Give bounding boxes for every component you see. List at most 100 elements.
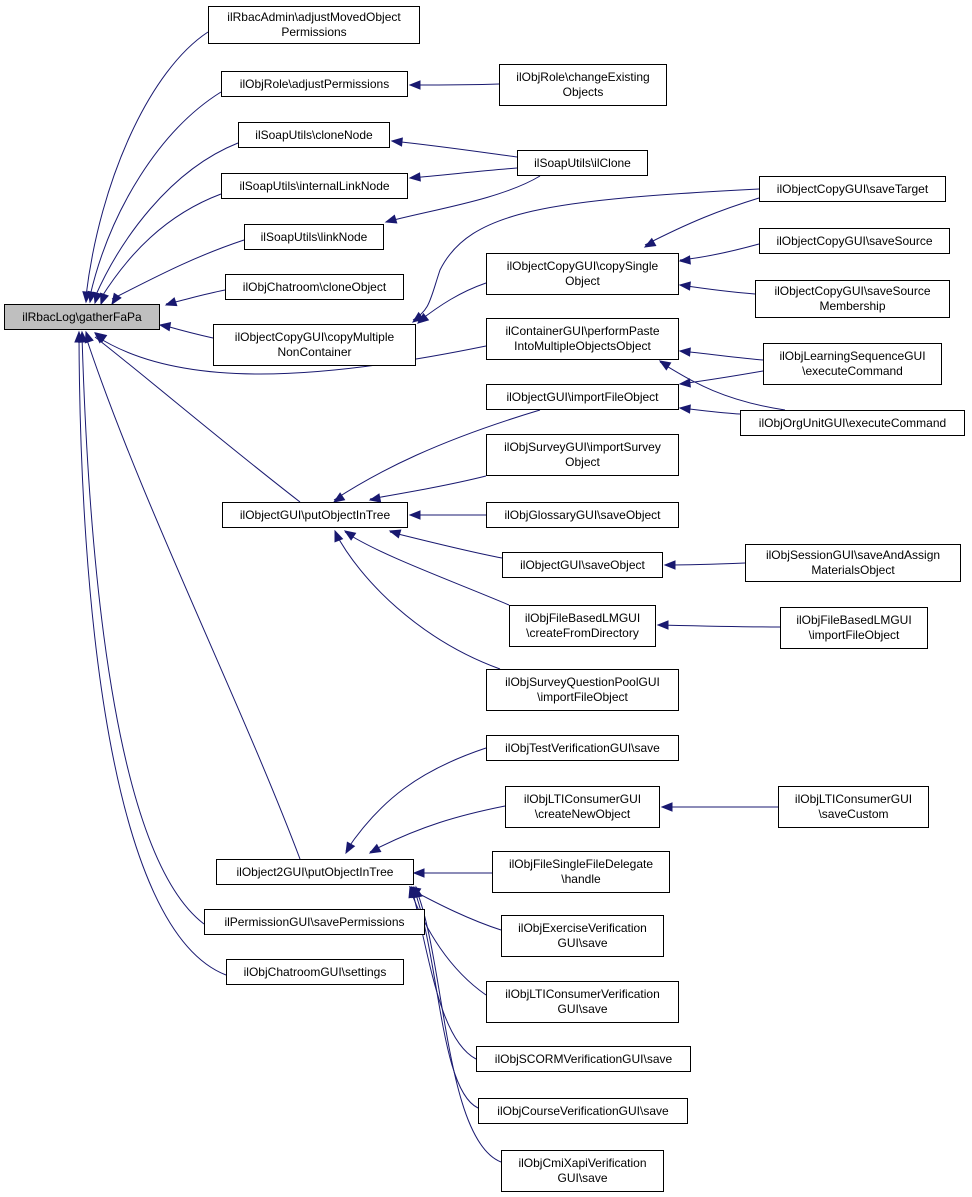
edge-n25-n19-arrowhead xyxy=(334,529,344,543)
edge-n2-root-line xyxy=(89,91,222,297)
edge-n17-n16-arrowhead xyxy=(678,404,691,414)
edge-n4-root-arrowhead xyxy=(93,291,103,305)
edge-n37-n30-arrowhead xyxy=(413,885,423,899)
node-objlticonsumergui-save-custom[interactable]: ilObjLTIConsumerGUI \saveCustom xyxy=(778,786,929,828)
edge-n37-n30-line xyxy=(415,888,502,1163)
edge-n22-n21-line xyxy=(664,562,746,566)
edge-n22-n21-arrowhead xyxy=(663,560,676,570)
node-soaputils-internal-link-node[interactable]: ilSoapUtils\internalLinkNode xyxy=(221,173,408,199)
node-objorgunitgui-execute-command[interactable]: ilObjOrgUnitGUI\executeCommand xyxy=(740,410,965,436)
node-objrole-change-existing-objects[interactable]: ilObjRole\changeExisting Objects xyxy=(499,64,667,106)
node-objfilebasedlmgui-import-file-object[interactable]: ilObjFileBasedLMGUI \importFileObject xyxy=(780,607,928,649)
edge-n15-n16-arrowhead xyxy=(678,378,691,388)
edge-n12-root-arrowhead xyxy=(164,297,178,307)
node-objectgui-put-object-in-tree[interactable]: ilObjectGUI\putObjectInTree xyxy=(222,502,408,528)
edge-n13-root-arrowhead xyxy=(158,322,172,332)
node-object2gui-put-object-in-tree[interactable]: ilObject2GUI\putObjectInTree xyxy=(216,859,414,885)
node-objsessiongui-save-and-assign-materials[interactable]: ilObjSessionGUI\saveAndAssign MaterialsO… xyxy=(745,544,961,582)
edge-n29-n30-arrowhead xyxy=(412,868,425,878)
edge-n7-root-line xyxy=(111,239,245,300)
edge-n21-n19-line xyxy=(389,531,503,559)
edge-n21-n19-arrowhead xyxy=(388,529,402,539)
edge-n19-root-arrowhead xyxy=(93,332,106,344)
edge-n10-n9-arrowhead xyxy=(678,255,691,265)
edge-n26-n30-line xyxy=(345,747,487,852)
edge-n27-n30-line xyxy=(369,805,506,853)
node-objexerciseverificationgui-save[interactable]: ilObjExerciseVerification GUI\save xyxy=(501,915,664,957)
edge-n27-n30-arrowhead xyxy=(368,843,382,854)
edge-n15-n14-arrowhead xyxy=(678,347,691,357)
node-objlticonsumerverificationgui-save[interactable]: ilObjLTIConsumerVerification GUI\save xyxy=(486,981,679,1023)
edge-n11-n9-line xyxy=(679,284,756,295)
edge-n15-n14-line xyxy=(679,350,764,361)
edge-n6-root-arrowhead xyxy=(100,292,109,306)
node-soaputils-clone-node[interactable]: ilSoapUtils\cloneNode xyxy=(238,122,390,148)
node-soaputils-link-node[interactable]: ilSoapUtils\linkNode xyxy=(244,224,384,250)
edge-n11-n9-arrowhead xyxy=(678,281,691,291)
edge-n33-root-arrowhead xyxy=(74,330,84,343)
node-objectcopygui-save-source[interactable]: ilObjectCopyGUI\saveSource xyxy=(759,228,950,254)
edge-n10-n9-line xyxy=(679,243,760,261)
node-objscormverificationgui-save[interactable]: ilObjSCORMVerificationGUI\save xyxy=(476,1046,691,1072)
edge-n23-n19-arrowhead xyxy=(343,530,357,541)
edge-n28-n27-arrowhead xyxy=(660,802,673,812)
node-objsurveygui-import-survey-object[interactable]: ilObjSurveyGUI\importSurvey Object xyxy=(486,434,679,476)
node-objlticonsumergui-create-new-object[interactable]: ilObjLTIConsumerGUI \createNewObject xyxy=(505,786,660,828)
node-objectcopygui-copy-multiple-noncontainer[interactable]: ilObjectCopyGUI\copyMultiple NonContaine… xyxy=(213,324,416,366)
node-adjust-moved-object-permissions[interactable]: ilRbacAdmin\adjustMovedObject Permission… xyxy=(208,6,420,44)
edge-n5-n7-line xyxy=(385,175,541,223)
edge-n20-n19-arrowhead xyxy=(408,510,421,520)
edge-n5-n4-arrowhead xyxy=(390,137,403,147)
edge-n19-root-line xyxy=(94,336,301,503)
edge-n16-n19-arrowhead xyxy=(332,492,346,503)
edge-n5-n4-line xyxy=(391,140,518,158)
node-permissiongui-save-permissions[interactable]: ilPermissionGUI\savePermissions xyxy=(204,909,425,935)
edge-n18-n19-line xyxy=(369,475,487,500)
node-objchatroomgui-settings[interactable]: ilObjChatroomGUI\settings xyxy=(226,959,404,985)
node-objectcopygui-save-source-membership[interactable]: ilObjectCopyGUI\saveSource Membership xyxy=(755,280,950,318)
node-objfilesinglefiledelegate-handle[interactable]: ilObjFileSingleFileDelegate \handle xyxy=(492,851,670,893)
edge-n17-n14-arrowhead xyxy=(658,360,672,371)
edge-n9-n13-arrowhead xyxy=(416,312,430,324)
edge-n5-n6-arrowhead xyxy=(408,172,421,182)
node-objectgui-import-file-object[interactable]: ilObjectGUI\importFileObject xyxy=(486,384,679,410)
edge-n6-root-line xyxy=(100,193,222,299)
edge-n32-root-line xyxy=(81,335,205,925)
edge-n26-n30-arrowhead xyxy=(345,841,356,855)
edge-n8-n9-line xyxy=(644,197,760,246)
edge-n24-n23-line xyxy=(657,624,781,628)
node-objsurveyquestionpoolgui-import-file-object[interactable]: ilObjSurveyQuestionPoolGUI \importFileOb… xyxy=(486,669,679,711)
node-objrole-adjust-permissions[interactable]: ilObjRole\adjustPermissions xyxy=(221,71,408,97)
node-objectcopygui-save-target[interactable]: ilObjectCopyGUI\saveTarget xyxy=(759,176,946,202)
edge-n30-root-arrowhead xyxy=(84,330,94,344)
node-objglossarygui-save-object[interactable]: ilObjGlossaryGUI\saveObject xyxy=(486,502,679,528)
edge-n13-root-line xyxy=(165,325,214,339)
edge-n14-root-line xyxy=(95,335,487,375)
edge-n33-root-line xyxy=(78,335,227,976)
edge-n3-n2-arrowhead xyxy=(408,80,421,90)
edge-n1-root-line xyxy=(85,31,209,297)
edge-n16-n19-line xyxy=(333,409,541,501)
node-objcmixapiverificationgui-save[interactable]: ilObjCmiXapiVerification GUI\save xyxy=(501,1150,664,1192)
edge-n15-n16-line xyxy=(679,370,764,385)
edge-n5-n6-line xyxy=(409,167,518,179)
node-containergui-perform-paste[interactable]: ilContainerGUI\performPaste IntoMultiple… xyxy=(486,318,679,360)
edge-n8-n13-line xyxy=(412,188,760,321)
edge-n4-root-line xyxy=(94,142,239,298)
node-objtestverificationgui-save[interactable]: ilObjTestVerificationGUI\save xyxy=(486,735,679,761)
node-soaputils-ilclone[interactable]: ilSoapUtils\ilClone xyxy=(517,150,648,176)
edge-n9-n13-line xyxy=(417,282,487,323)
edge-n18-n19-arrowhead xyxy=(368,493,382,503)
edge-n7-root-arrowhead xyxy=(111,292,122,306)
node-objchatroom-clone-object[interactable]: ilObjChatroom\cloneObject xyxy=(225,274,404,300)
edge-n24-n23-arrowhead xyxy=(656,620,669,630)
node-objectgui-save-object[interactable]: ilObjectGUI\saveObject xyxy=(502,552,663,578)
node-gatherfapa-root[interactable]: ilRbacLog\gatherFaPa xyxy=(4,304,160,330)
node-objfilebasedlmgui-create-from-directory[interactable]: ilObjFileBasedLMGUI \createFromDirectory xyxy=(509,605,656,647)
node-objlearningsequencegui-execute-command[interactable]: ilObjLearningSequenceGUI \executeCommand xyxy=(763,343,942,385)
node-objcourseverificationgui-save[interactable]: ilObjCourseVerificationGUI\save xyxy=(478,1098,688,1124)
node-objectcopygui-copy-single-object[interactable]: ilObjectCopyGUI\copySingle Object xyxy=(486,253,679,295)
edge-n8-n9-arrowhead xyxy=(643,237,657,248)
